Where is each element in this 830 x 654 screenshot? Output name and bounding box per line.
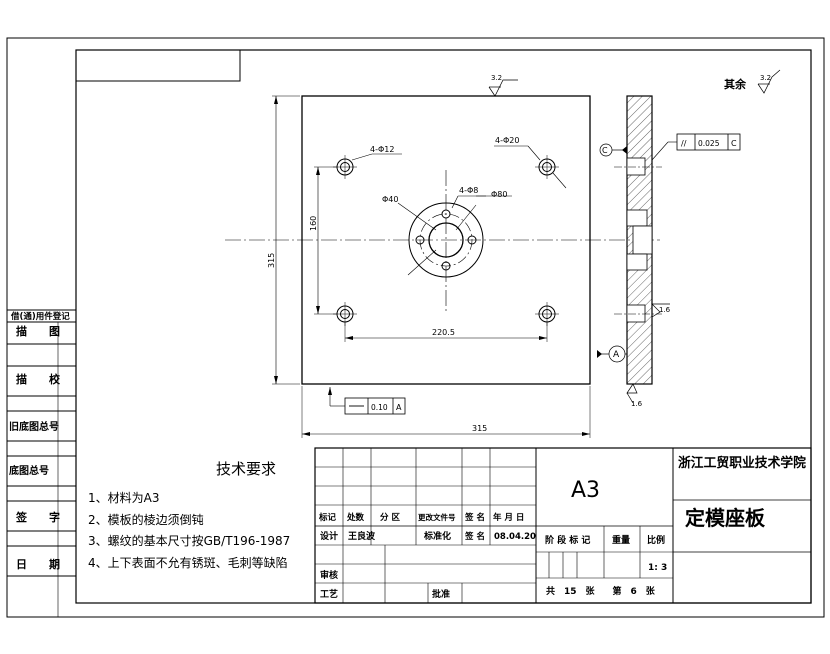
scale-value: 1: 3 <box>648 563 667 573</box>
tech-item-3: 3、螺纹的基本尺寸按GB/T196-1987 <box>88 533 290 548</box>
roughness-symbol-side <box>651 303 670 318</box>
sign-label: 签 名 <box>464 531 485 542</box>
left-item-0: 借(通)用件登记 <box>10 311 70 322</box>
technical-requirements: 技术要求 1、材料为A3 2、模板的棱边须倒钝 3、螺纹的基本尺寸按GB/T19… <box>88 460 290 570</box>
left-record-column: 借(通)用件登记 描 图 描 校 旧底图总号 底图总号 签 字 日 期 <box>7 309 76 617</box>
parallel-value: 0.025 <box>698 139 720 148</box>
roughness-symbol-top <box>488 79 518 97</box>
design-label: 设计 <box>320 530 338 542</box>
parallelism-frame <box>651 133 741 161</box>
label-phi40: Φ40 <box>382 195 398 204</box>
left-item-3: 旧底图总号 <box>9 420 59 433</box>
dim-315-vertical-label: 315 <box>267 253 276 268</box>
tech-title: 技术要求 <box>216 460 276 478</box>
dim-220-label: 220.5 <box>432 328 455 337</box>
roughness-rest-value: 3.2 <box>760 74 771 82</box>
design-date: 08.04.20 <box>494 532 536 542</box>
sheet-count: 共 15 张 第 6 张 <box>546 585 656 597</box>
label-4-phi8: 4-Φ8 <box>459 186 478 195</box>
dim-220 <box>344 322 548 342</box>
datum-c-label: C <box>602 146 608 155</box>
tech-item-1: 1、材料为A3 <box>88 491 159 505</box>
roughness-top-value: 3.2 <box>491 74 502 82</box>
designer-name: 王良波 <box>348 530 376 542</box>
label-4-phi20: 4-Φ20 <box>495 136 519 145</box>
scale-label: 比例 <box>647 534 665 546</box>
flatness-value: 0.10 <box>371 403 388 412</box>
hole-top-right <box>535 155 559 179</box>
rev-header-2: 分 区 <box>380 512 400 523</box>
rev-header-3: 更改文件号 <box>418 512 456 522</box>
rev-header-0: 标记 <box>318 512 337 523</box>
rev-header-5: 年 月 日 <box>493 512 524 523</box>
rev-header-1: 处数 <box>346 512 365 523</box>
dim-160 <box>314 166 337 315</box>
part-name: 定模座板 <box>685 506 766 530</box>
flatness-datum: A <box>396 403 402 412</box>
parallel-symbol: // <box>681 139 687 148</box>
school-name: 浙江工贸职业技术学院 <box>678 455 806 471</box>
process-label: 工艺 <box>320 588 338 600</box>
left-item-2: 描 校 <box>16 372 61 386</box>
left-item-4: 底图总号 <box>9 464 49 477</box>
title-block: A3 浙江工贸职业技术学院 定模座板 标记 处数 分 区 更改文件号 签 名 年… <box>314 447 812 604</box>
code-box <box>75 49 241 82</box>
front-view: 4-Φ12 4-Φ20 4-Φ8 Φ40 Φ80 160 220.5 <box>225 69 781 438</box>
tech-item-4: 4、上下表面不允有锈斑、毛刺等缺陷 <box>88 555 288 570</box>
rev-header-4: 签 名 <box>464 512 485 523</box>
label-4-phi12: 4-Φ12 <box>370 145 394 154</box>
dim-315-horizontal-label: 315 <box>472 424 487 433</box>
dim-160-label: 160 <box>309 216 318 231</box>
material-code: A3 <box>571 478 600 503</box>
std-label: 标准化 <box>423 530 451 542</box>
roughness-bottom-value: 1.6 <box>631 400 643 408</box>
central-boss <box>408 202 484 278</box>
dim-315-vertical <box>272 95 300 385</box>
flatness-frame <box>328 387 406 415</box>
approve-label: 批准 <box>432 588 450 600</box>
datum-a-label: A <box>613 350 620 360</box>
left-item-5: 签 字 <box>15 510 60 524</box>
roughness-symbol-rest <box>757 69 781 94</box>
outer-frame <box>6 37 825 618</box>
tech-item-2: 2、模板的棱边须倒钝 <box>88 512 204 527</box>
side-view: C // 0.025 C A 1.6 1.6 <box>597 95 741 408</box>
roughness-side-value: 1.6 <box>659 306 671 314</box>
dim-315-horizontal <box>301 386 591 438</box>
left-item-1: 描 图 <box>16 324 60 338</box>
roughness-rest-label: 其余 <box>724 77 747 91</box>
leader-lines <box>351 145 567 276</box>
stage-label: 阶 段 标 记 <box>545 534 590 546</box>
left-item-6: 日 期 <box>16 557 60 571</box>
parallel-datum: C <box>731 139 737 148</box>
weight-label: 重量 <box>612 534 630 546</box>
roughness-symbol-bottom <box>626 383 638 404</box>
review-label: 审核 <box>320 569 338 581</box>
label-phi80: Φ80 <box>491 190 507 199</box>
